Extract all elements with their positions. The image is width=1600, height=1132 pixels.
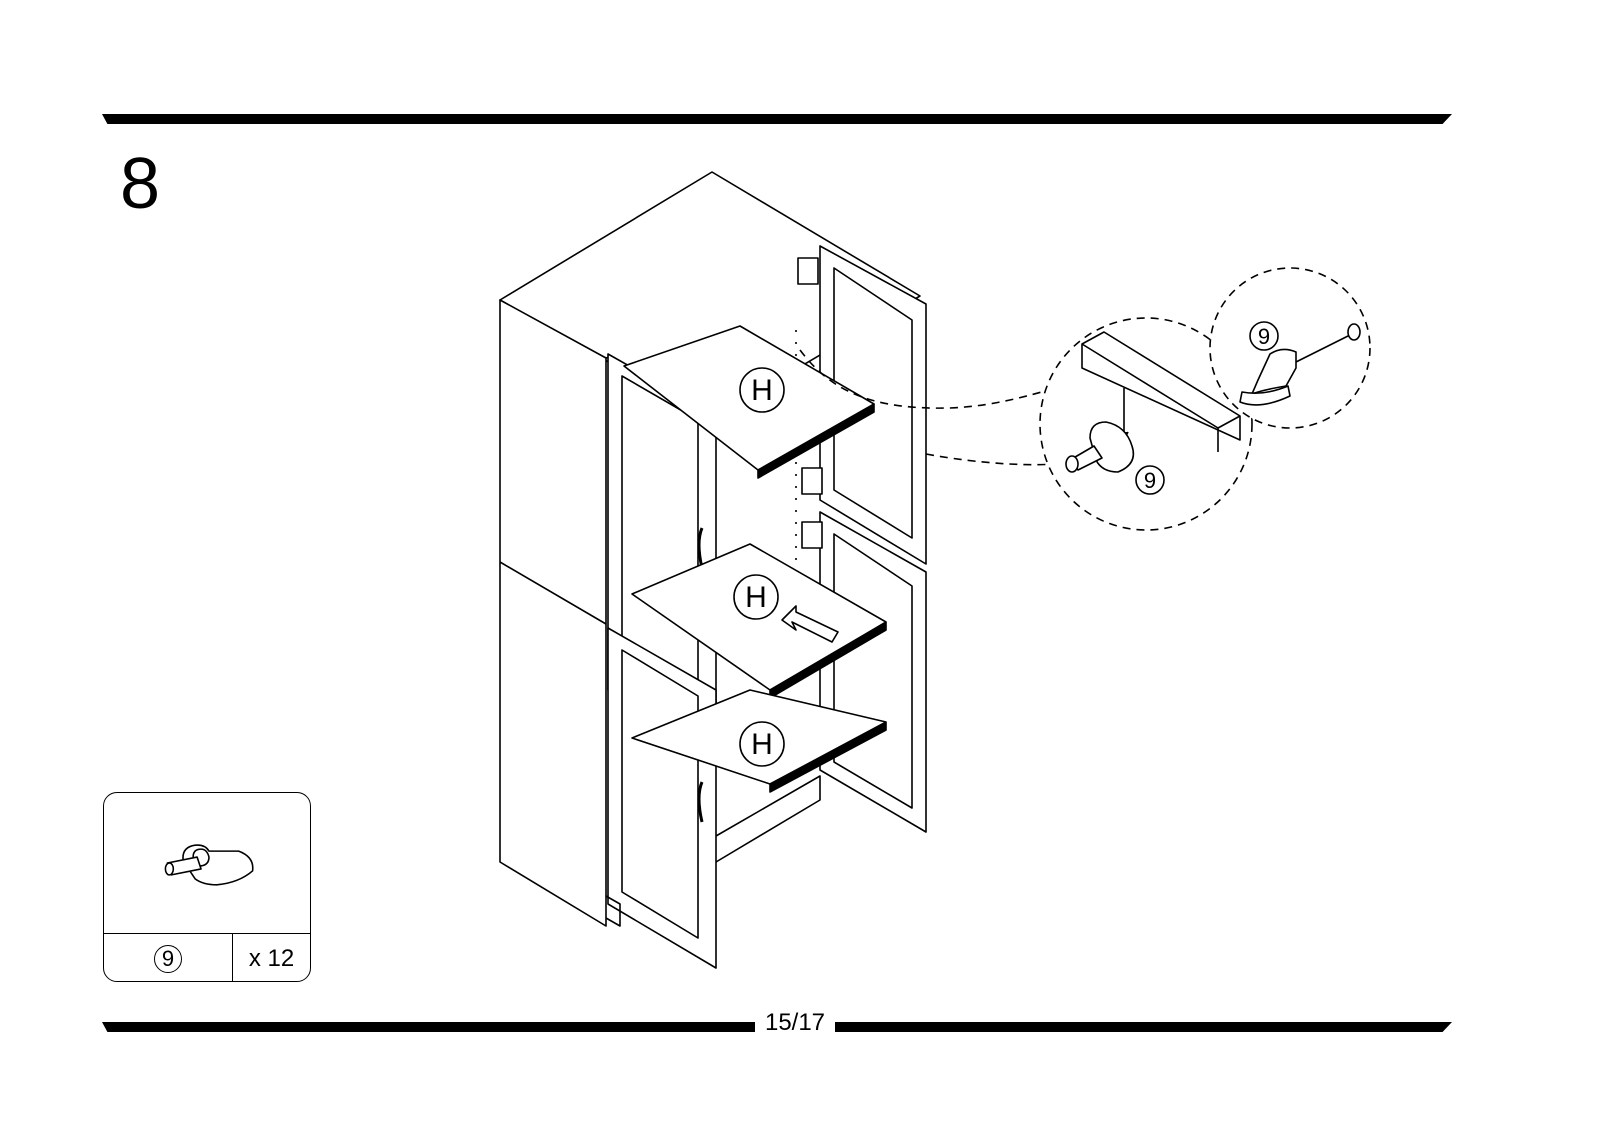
detail-peg-label-b: 9	[1258, 324, 1270, 349]
shelf-label-middle: H	[745, 581, 767, 614]
shelf-label-bottom: H	[751, 728, 773, 761]
detail-peg-label-a: 9	[1144, 468, 1156, 493]
shelf-label-top: H	[751, 374, 773, 407]
